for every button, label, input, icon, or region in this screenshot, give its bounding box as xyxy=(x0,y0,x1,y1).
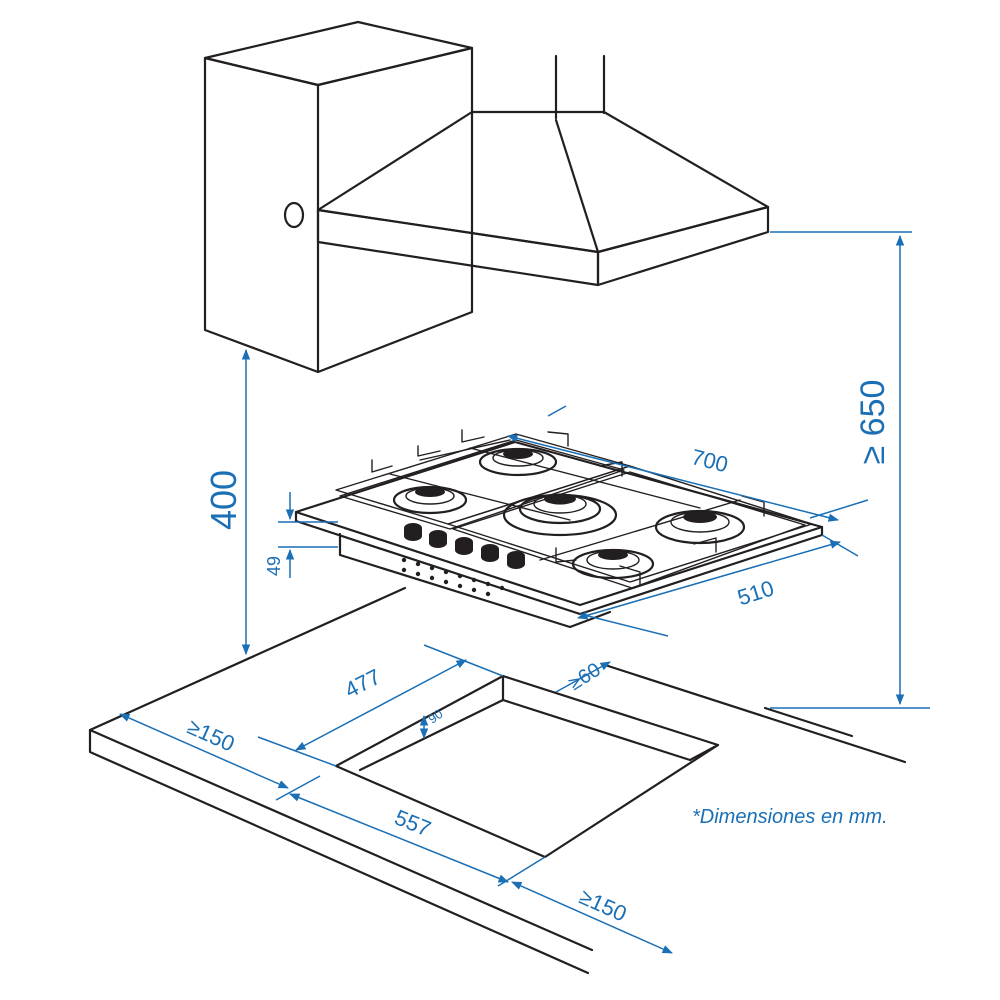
control-knobs xyxy=(404,523,525,569)
countertop xyxy=(88,586,907,975)
dim-label-hob-depth: 510 xyxy=(734,575,777,610)
knob-4-icon xyxy=(481,544,499,562)
burner-back-icon xyxy=(478,447,558,477)
dim-label-hood-to-counter: ≥ 650 xyxy=(854,380,892,465)
countertop-cutout xyxy=(334,674,720,859)
dim-label-cutout-width: 557 xyxy=(391,805,434,842)
burner-wok-icon xyxy=(502,493,618,537)
chimney-hood xyxy=(316,54,770,287)
burner-back-left-icon xyxy=(392,485,468,515)
burner-right-icon xyxy=(654,509,746,545)
dim-label-cutout-depth: 477 xyxy=(341,664,385,703)
knob-2-icon xyxy=(429,530,447,548)
cabinet-knob-icon xyxy=(283,201,305,229)
vent-holes xyxy=(401,557,505,597)
dim-label-back-clearance: ≥60 xyxy=(565,659,605,695)
dimension-lines xyxy=(119,231,930,954)
dim-label-cabinet-to-counter: 400 xyxy=(203,470,244,530)
knob-1-icon xyxy=(404,523,422,541)
dim-label-front-clearance: 90 xyxy=(425,706,445,727)
wall-cabinet xyxy=(203,20,474,374)
knob-5-icon xyxy=(507,551,525,569)
dim-label-side-clearance-left: ≥150 xyxy=(184,714,239,757)
knob-3-icon xyxy=(455,537,473,555)
dim-label-side-clearance-right: ≥150 xyxy=(576,884,631,927)
units-note: *Dimensiones en mm. xyxy=(692,806,888,828)
dimension-labels: ≥ 650 400 700 510 49 477 ≥60 90 ≥150 557… xyxy=(184,380,892,927)
burner-front-icon xyxy=(571,548,655,580)
dim-label-hob-height: 49 xyxy=(264,556,284,576)
dim-label-hob-width: 700 xyxy=(689,444,731,477)
